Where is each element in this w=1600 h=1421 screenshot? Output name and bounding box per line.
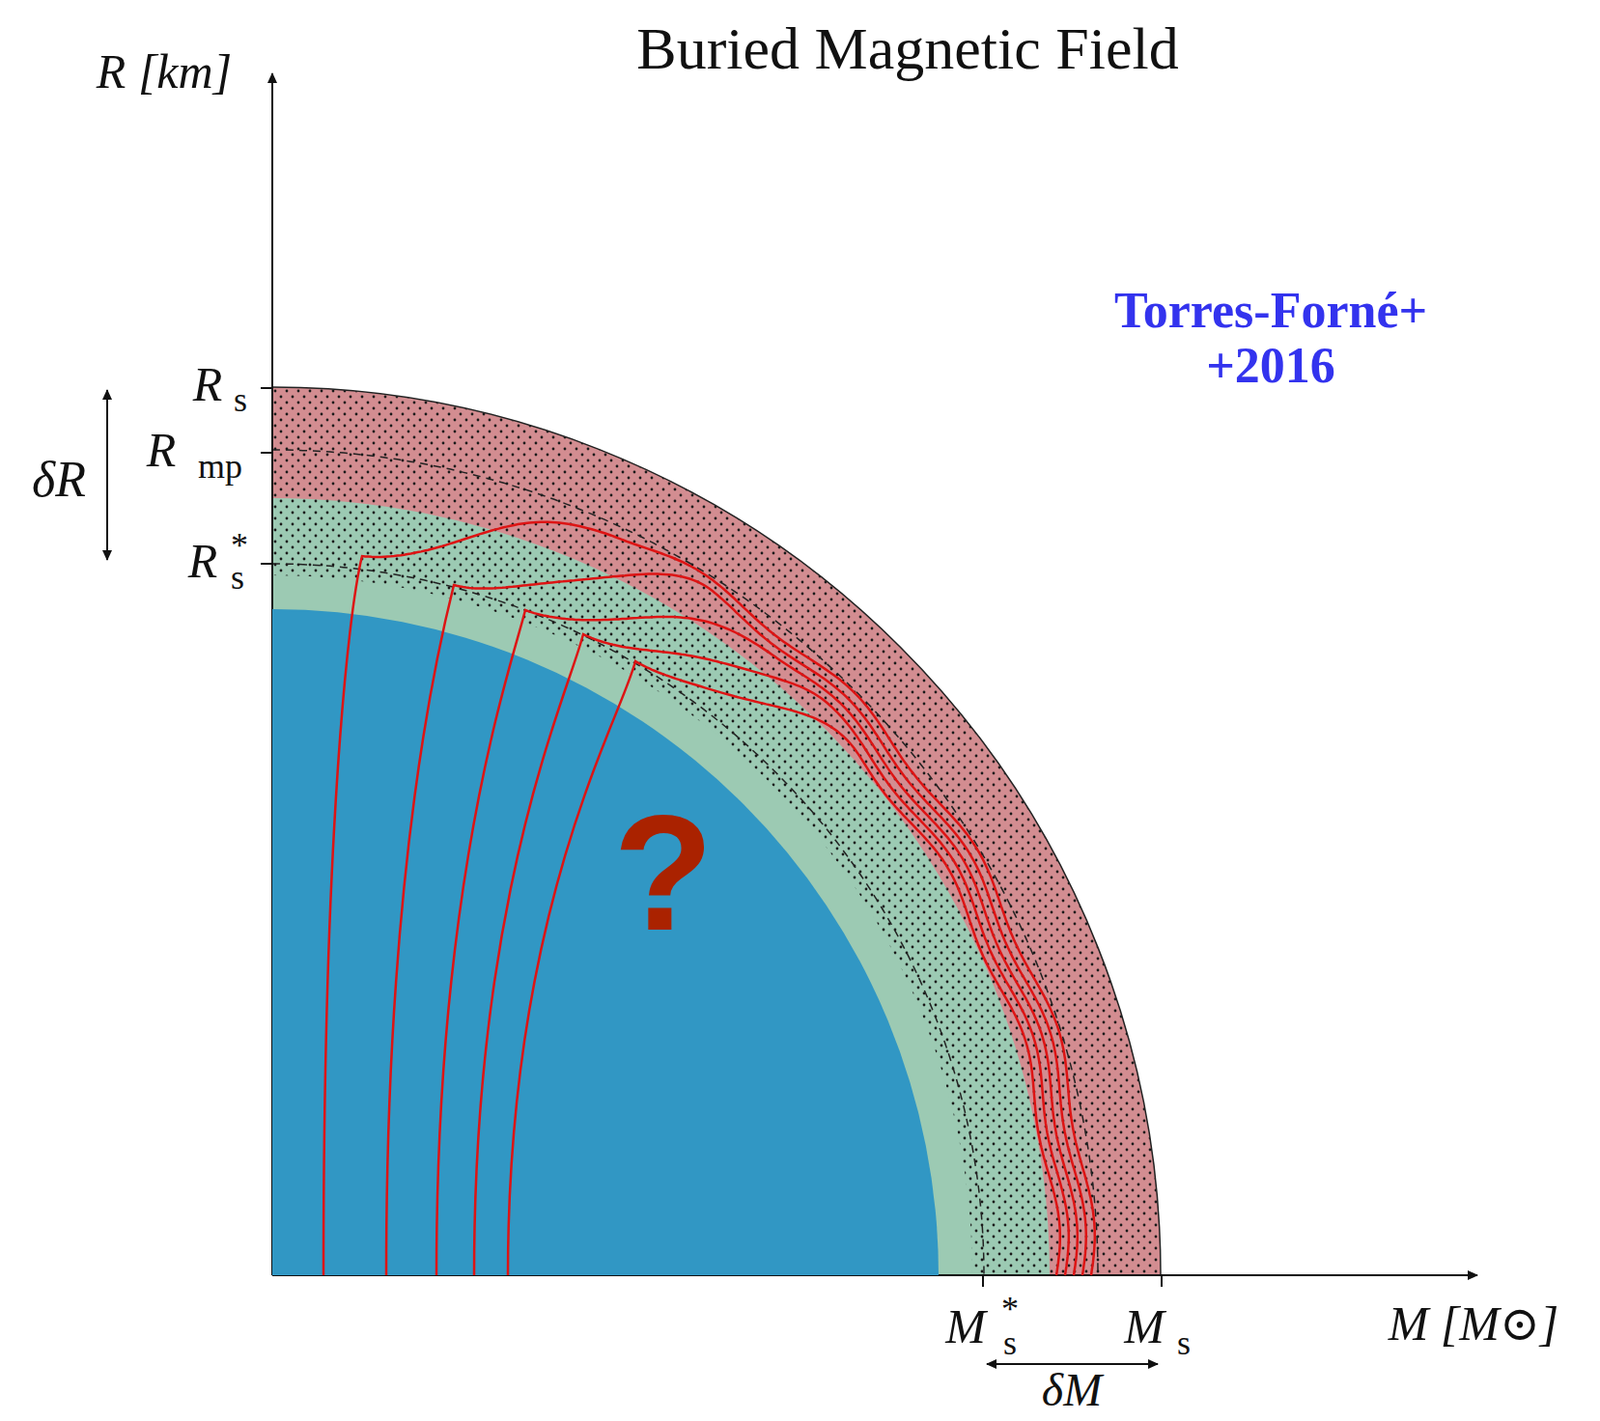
citation: Torres-Forné+ +2016	[1067, 282, 1474, 393]
tick	[1160, 1275, 1163, 1288]
mass-symbol: M	[1123, 1300, 1165, 1354]
superscript: *	[1001, 1291, 1019, 1330]
field-line	[507, 661, 1061, 1276]
field-line	[474, 634, 1069, 1276]
inner-crust-band	[272, 575, 973, 1276]
core-region: ?	[272, 609, 939, 1276]
axis-label: M [M⊙]	[1388, 1297, 1560, 1351]
subscript: s	[1003, 1324, 1017, 1364]
crust-dots	[272, 387, 1161, 1276]
core-shape	[272, 609, 939, 1276]
tick	[260, 562, 273, 565]
rmp-dashed	[272, 449, 1098, 1276]
crust-outline	[272, 387, 1161, 1276]
radius-symbol: R	[146, 423, 177, 478]
field-line	[386, 574, 1087, 1276]
inner-crust	[272, 498, 1050, 1276]
mass-symbol: M	[945, 1300, 986, 1354]
field-line	[436, 610, 1078, 1276]
question-mark: ?	[613, 790, 714, 955]
dimension-label: δM	[1041, 1365, 1102, 1417]
outer-crust	[272, 387, 1161, 1276]
subscript: s	[230, 559, 245, 598]
core-fill	[272, 609, 939, 1276]
axis-label: R [km]	[96, 45, 232, 99]
subscript: s	[1177, 1324, 1191, 1364]
delta-r-arrow	[106, 395, 109, 561]
dimension-label: δR	[31, 451, 86, 507]
tick	[982, 1275, 984, 1288]
radius-symbol: R	[188, 534, 219, 589]
tick	[260, 451, 273, 454]
rs-star-dashed	[272, 563, 984, 1276]
tick	[260, 387, 273, 390]
inner-crust-dots	[272, 498, 1050, 1276]
subscript: mp	[197, 448, 243, 487]
title: Buried Magnetic Field	[636, 15, 1179, 82]
radius-symbol: R	[193, 358, 224, 412]
subscript: s	[233, 381, 248, 421]
field-line	[323, 522, 1095, 1276]
